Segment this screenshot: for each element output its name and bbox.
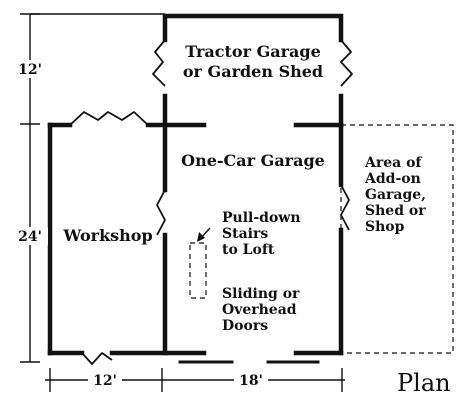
pull-down-stairs bbox=[189, 227, 211, 299]
workshop-label: Workshop bbox=[62, 226, 152, 245]
garage-side-doors[interactable] bbox=[156, 184, 350, 236]
doors-label-2: Overhead bbox=[222, 302, 297, 318]
dimension-workshop-width: 12' bbox=[93, 373, 117, 389]
dimension-top-height: 12' bbox=[18, 62, 42, 78]
doors-label-1: Sliding or bbox=[222, 286, 300, 302]
addon-area-outline bbox=[340, 124, 454, 354]
addon-label-2: Add-on bbox=[364, 171, 421, 187]
tractor-garage-label-1: Tractor Garage bbox=[185, 42, 321, 61]
dimension-garage-width: 18' bbox=[239, 373, 263, 389]
workshop-doors[interactable] bbox=[69, 111, 149, 365]
addon-label-5: Shop bbox=[365, 219, 405, 235]
tractor-garage-doors[interactable] bbox=[152, 39, 353, 87]
tractor-garage-walls bbox=[162, 13, 344, 128]
stairs-label-1: Pull-down bbox=[222, 210, 301, 226]
stairs-label-2: Stairs bbox=[222, 226, 268, 242]
plan-caption: Plan bbox=[397, 369, 451, 397]
one-car-garage-label: One-Car Garage bbox=[181, 151, 325, 170]
tractor-garage-label-2: or Garden Shed bbox=[183, 62, 323, 81]
addon-label-4: Shed or bbox=[365, 203, 426, 219]
doors-label-3: Doors bbox=[222, 318, 268, 334]
stairs-label-3: to Loft bbox=[222, 242, 275, 258]
addon-label-3: Garage, bbox=[365, 187, 426, 203]
dimension-main-height: 24' bbox=[18, 229, 42, 245]
addon-label-1: Area of bbox=[364, 155, 422, 171]
